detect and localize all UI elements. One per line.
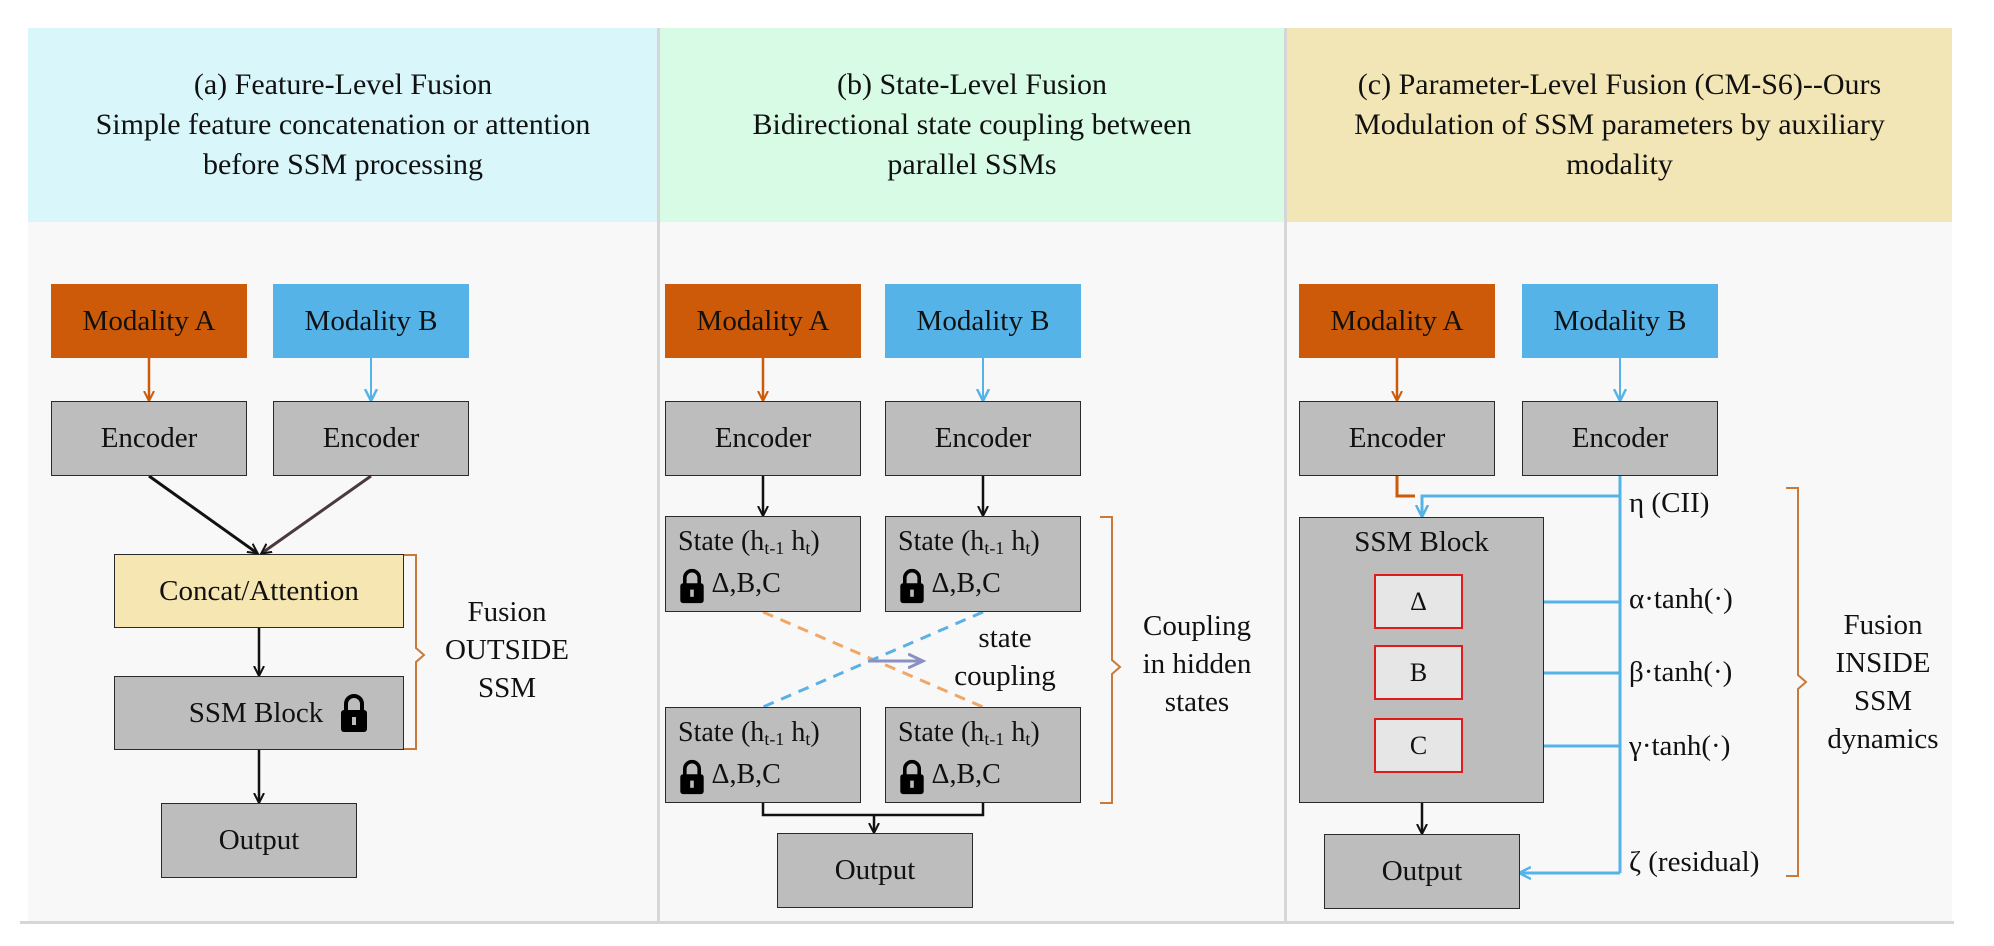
arrow-c-eta (1422, 494, 1620, 516)
lock-icon (341, 694, 368, 732)
panel-b-subtitle-2: parallel SSMs (887, 148, 1057, 181)
modality-a-box: Modality A (1299, 284, 1495, 358)
bracket-a (404, 554, 426, 750)
ssm-block-a-label: SSM Block (188, 696, 324, 729)
state-box-a-bottom: State (ht-1 ht) Δ,B,C (665, 707, 861, 803)
lock-icon (680, 759, 704, 794)
panel-c-title: (c) Parameter-Level Fusion (CM-S6)--Ours (1357, 68, 1882, 101)
bracket-c (1786, 487, 1808, 877)
state-box-a-top: State (ht-1 ht) Δ,B,C (665, 516, 861, 612)
eta-label: η (CII) (1629, 487, 1710, 519)
output-b-box: Output (777, 833, 973, 908)
output-a-box: Output (161, 803, 357, 878)
encoder-b-box: Encoder (885, 401, 1081, 476)
panel-a-subtitle-1: Simple feature concatenation or attentio… (95, 108, 591, 141)
modality-a-box: Modality A (665, 284, 861, 358)
zeta-label: ζ (residual) (1629, 846, 1760, 878)
panel-c-header: (c) Parameter-Level Fusion (CM-S6)--Ours… (1287, 28, 1952, 222)
param-b-box: B (1374, 645, 1463, 700)
fusion-outside-label: Fusion OUTSIDE SSM (444, 596, 570, 704)
bracket-b (1100, 516, 1122, 804)
fusion-inside-label: Fusion INSIDE SSM dynamics (1827, 609, 1939, 755)
lock-icon (900, 568, 924, 603)
merge-lines-b (761, 803, 985, 832)
state-box-b-top: State (ht-1 ht) Δ,B,C (885, 516, 1081, 612)
panel-a-subtitle-2: before SSM processing (203, 148, 483, 181)
state-coupling-label: state coupling (954, 622, 1056, 692)
divider-bc (1284, 28, 1287, 923)
gamma-label: γ·tanh(·) (1629, 730, 1731, 762)
arrow-a-encB-concat (262, 474, 372, 553)
panel-a-header: (a) Feature-Level Fusion Simple feature … (28, 28, 658, 222)
modality-b-box: Modality B (273, 284, 469, 358)
arrow-c-encA-ssm (1395, 476, 1415, 498)
param-c-box: C (1374, 718, 1463, 773)
ssm-block-a: SSM Block (114, 676, 404, 750)
encoder-a-box: Encoder (665, 401, 861, 476)
alpha-label: α·tanh(·) (1629, 583, 1733, 615)
encoder-a-box: Encoder (51, 401, 247, 476)
panel-c-subtitle-2: modality (1566, 148, 1673, 181)
panel-a-title: (a) Feature-Level Fusion (193, 68, 493, 101)
modality-b-box: Modality B (885, 284, 1081, 358)
panel-b-subtitle-1: Bidirectional state coupling between (752, 108, 1192, 141)
divider-ab (657, 28, 660, 923)
lock-icon (680, 568, 704, 603)
beta-label: β·tanh(·) (1629, 656, 1733, 688)
encoder-b-box: Encoder (273, 401, 469, 476)
encoder-a-box: Encoder (1299, 401, 1495, 476)
ssm-block-c-label: SSM Block (1354, 526, 1489, 558)
modality-b-box: Modality B (1522, 284, 1718, 358)
panel-b-header: (b) State-Level Fusion Bidirectional sta… (660, 28, 1284, 222)
state-box-b-bottom: State (ht-1 ht) Δ,B,C (885, 707, 1081, 803)
arrow-a-encA-concat (148, 474, 257, 553)
bottom-rule (20, 921, 1954, 924)
modality-a-box: Modality A (51, 284, 247, 358)
lock-icon (900, 759, 924, 794)
panel-c-subtitle-1: Modulation of SSM parameters by auxiliar… (1354, 108, 1885, 141)
concat-attention-box: Concat/Attention (114, 554, 404, 628)
output-c-box: Output (1324, 834, 1520, 909)
panel-feature-level: (a) Feature-Level Fusion Simple feature … (28, 28, 658, 923)
encoder-b-box: Encoder (1522, 401, 1718, 476)
coupling-hidden-states-label: Coupling in hidden states (1142, 610, 1252, 718)
param-delta-box: Δ (1374, 574, 1463, 629)
panel-b-title: (b) State-Level Fusion (837, 68, 1107, 101)
